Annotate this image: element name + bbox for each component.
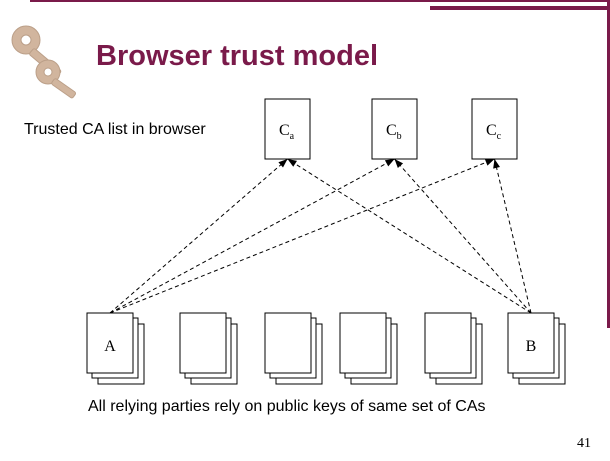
- relying-party-4: [339, 312, 398, 385]
- trust-link-B-Cb: [394, 158, 532, 314]
- ca-box-c: Cc: [471, 98, 518, 160]
- trust-link-A-Cc: [109, 158, 495, 314]
- trust-link-B-Cc: [494, 158, 532, 314]
- relying-party-sheet-1: [264, 312, 312, 374]
- arrowhead-B-Ca: [287, 159, 297, 167]
- arrowhead-B-Cc: [493, 159, 500, 169]
- arrowhead-B-Cb: [394, 159, 404, 169]
- ca-subscript: c: [497, 131, 502, 142]
- arrowhead-A-Cc: [484, 159, 495, 166]
- slide-title: Browser trust model: [96, 40, 378, 72]
- key-logo-icon: [11, 25, 77, 99]
- arrowhead-A-Ca: [278, 159, 288, 168]
- relying-party-label: B: [526, 338, 537, 355]
- top-right-accent-block: [430, 6, 610, 10]
- ca-subscript: a: [290, 131, 295, 142]
- ca-box-b: Cb: [371, 98, 418, 160]
- trusted-ca-list-label: Trusted CA list in browser: [24, 121, 206, 138]
- relying-party-sheet-1: [339, 312, 387, 374]
- caption: All relying parties rely on public keys …: [88, 398, 486, 415]
- trust-link-A-Cb: [109, 158, 395, 314]
- relying-party-6: B: [507, 312, 566, 385]
- page-number: 41: [577, 436, 591, 451]
- relying-party-sheet-1: [424, 312, 472, 374]
- ca-subscript: b: [397, 131, 402, 142]
- right-accent-line: [607, 0, 610, 328]
- relying-party-1: A: [86, 312, 145, 385]
- ca-box-a: Ca: [264, 98, 311, 160]
- ca-box-frame: [264, 98, 311, 160]
- relying-party-label: A: [104, 338, 116, 355]
- trust-link-A-Ca: [109, 158, 288, 314]
- trust-links: [109, 158, 532, 314]
- relying-party-2: [179, 312, 238, 385]
- relying-party-sheet-1: [179, 312, 227, 374]
- arrowhead-A-Cb: [384, 159, 395, 167]
- relying-party-sheet-1: [507, 312, 555, 374]
- ca-box-frame: [371, 98, 418, 160]
- ca-box-frame: [471, 98, 518, 160]
- relying-party-sheet-1: [86, 312, 134, 374]
- relying-party-3: [264, 312, 323, 385]
- trust-link-B-Ca: [287, 158, 532, 314]
- relying-party-5: [424, 312, 483, 385]
- top-accent-line: [30, 0, 610, 2]
